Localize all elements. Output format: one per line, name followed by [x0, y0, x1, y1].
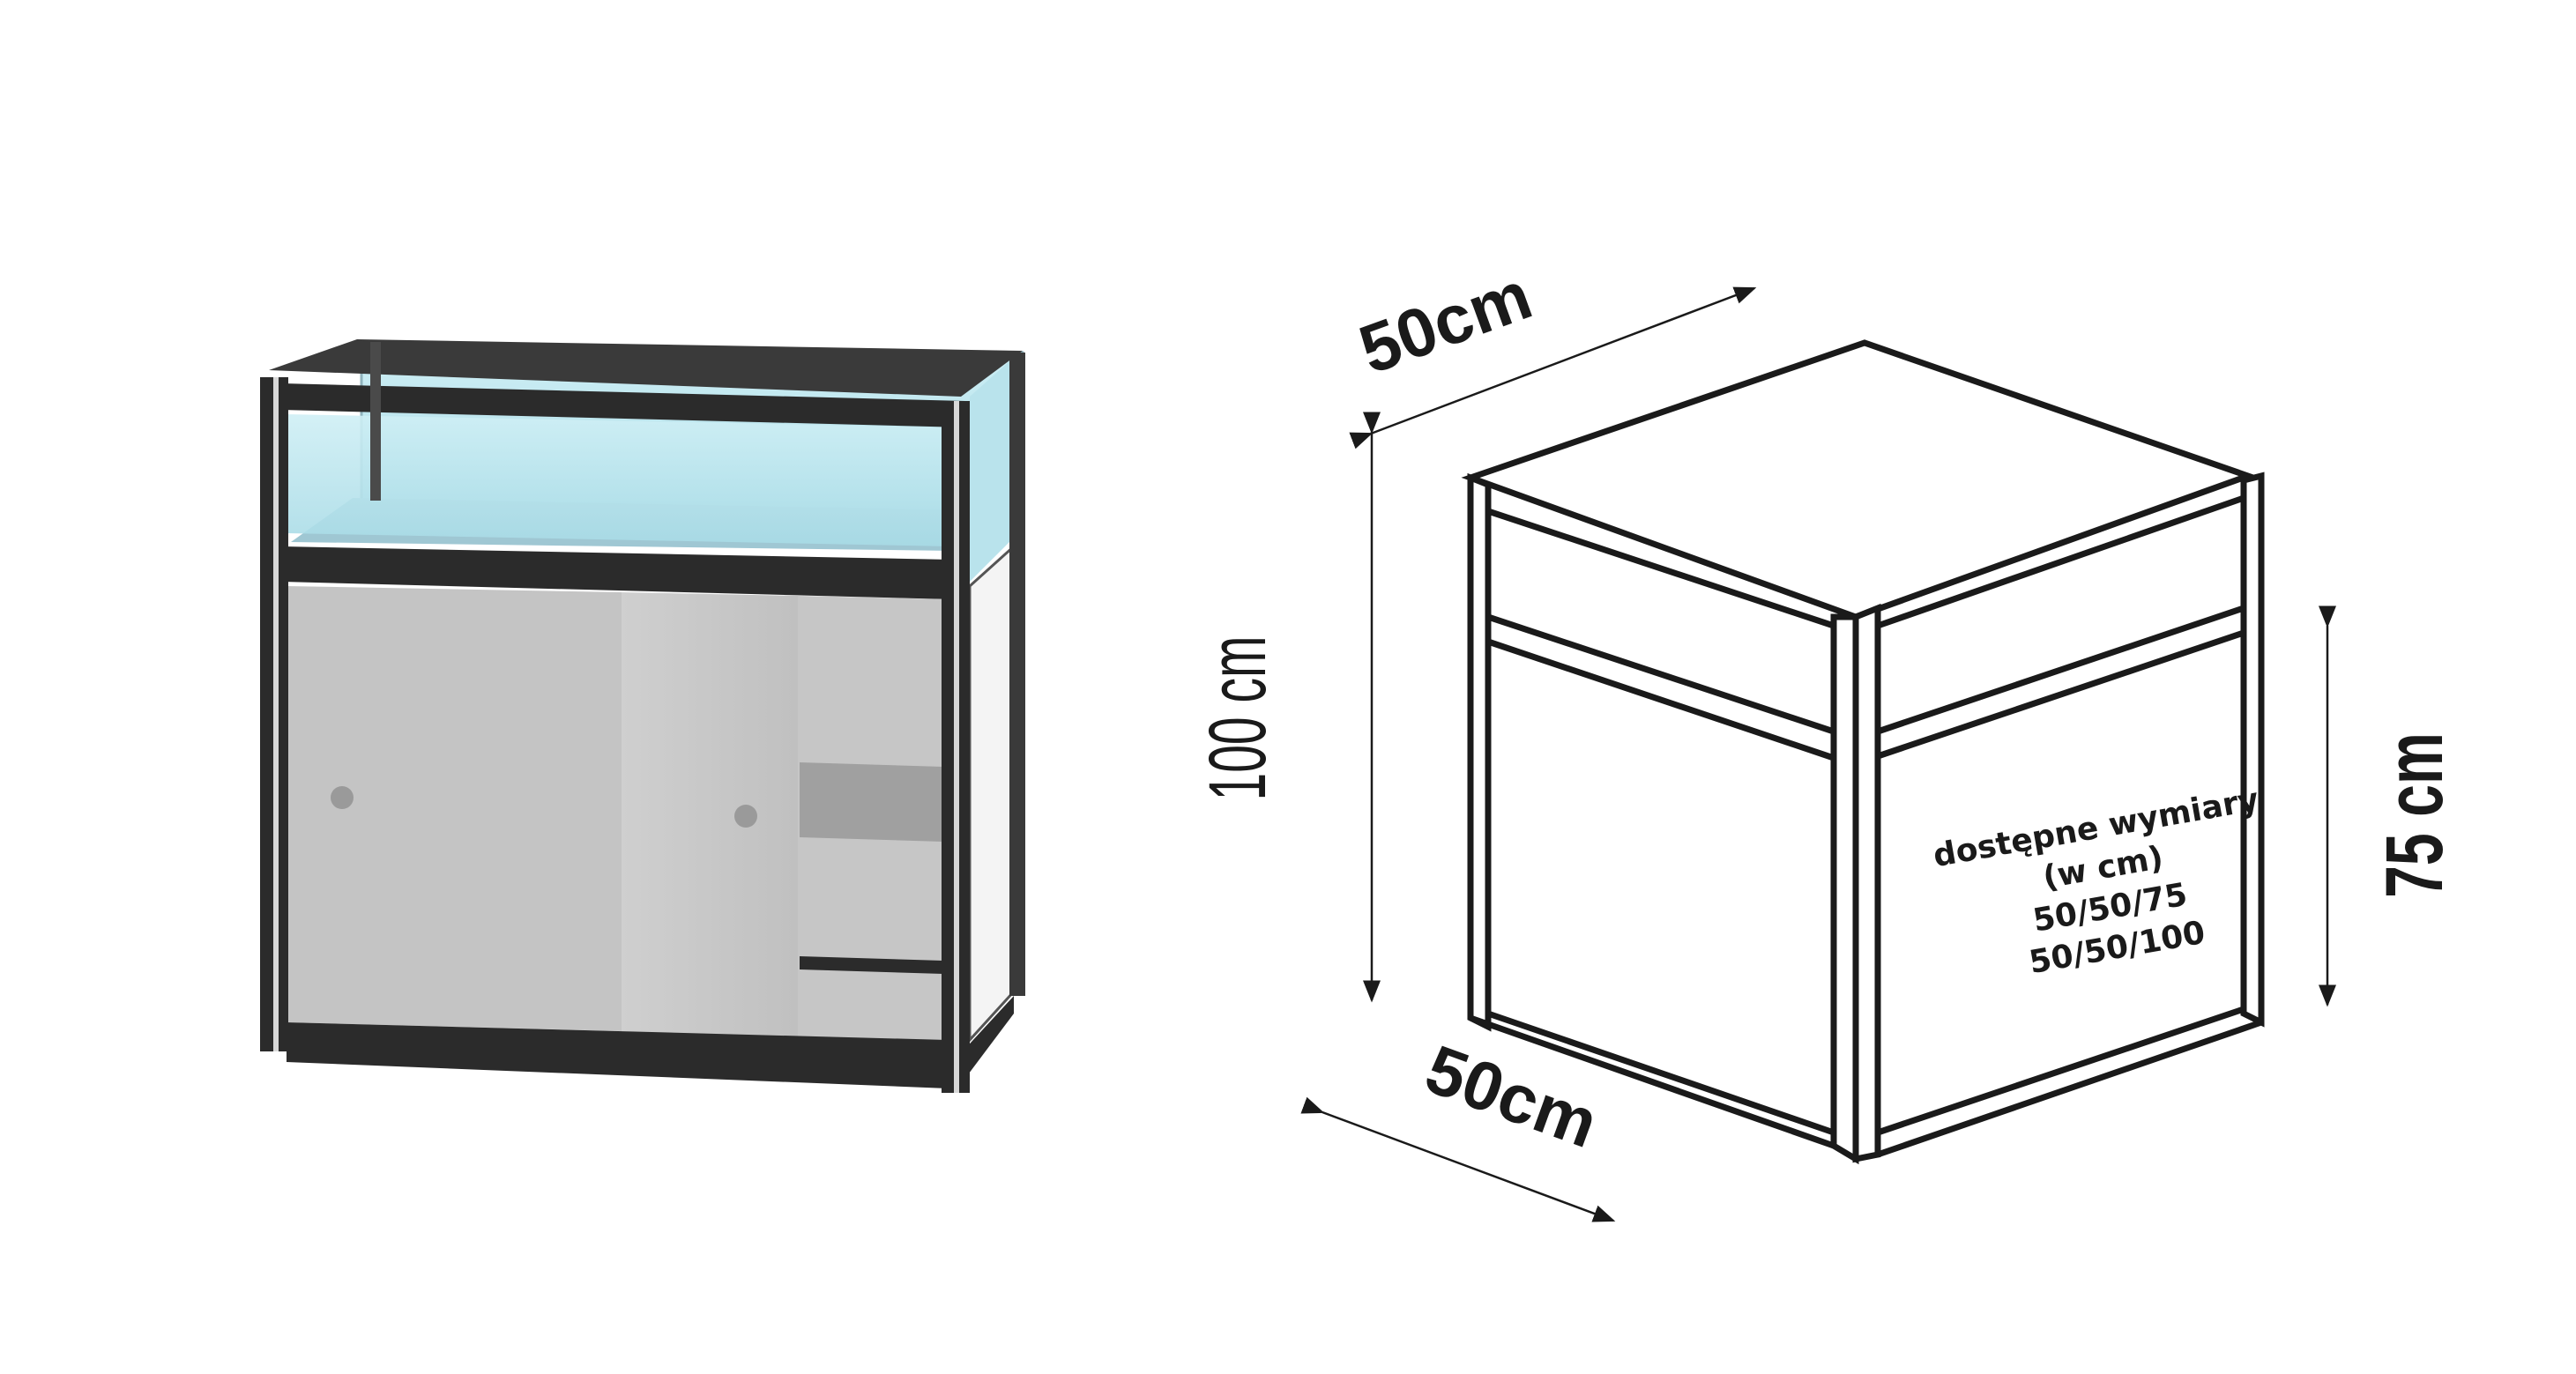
dimension-arrows: [1300, 286, 2336, 1222]
cube-right-face-edge-top: [1876, 494, 2245, 629]
cube-left-face-rail-1: [1486, 613, 1835, 735]
cabinet-bottom-side-rail: [961, 996, 1014, 1084]
cube-top-face: [1461, 339, 2258, 620]
cabinet-post-left-highlight: [273, 377, 279, 1051]
cube-right-face-bottom: [1876, 1006, 2245, 1136]
cabinet-door-left: [287, 586, 622, 1031]
cube-left-face-bottom-2: [1469, 1014, 1835, 1149]
cube-corner-post: [1830, 613, 1859, 1165]
cube-right-face-rail-1: [1876, 605, 2245, 735]
display-cabinet-illustration: [260, 339, 1025, 1093]
cabinet-drawer-dark: [800, 762, 943, 842]
label-height-short: 75 cm: [2368, 732, 2459, 898]
available-sizes-note: dostępne wymiary (w cm) 50/50/75 50/50/1…: [1931, 782, 2261, 981]
cube-left-face-edge-top: [1486, 508, 1835, 629]
label-height-full: 100 cm: [1193, 635, 1283, 800]
cabinet-top-back-rail: [269, 339, 1023, 397]
cabinet-post-right-front-highlight: [954, 401, 959, 1093]
cabinet-side-glass: [970, 361, 1009, 582]
cabinet-door-right: [622, 592, 798, 1040]
cabinet-middle-rail: [282, 546, 952, 599]
cabinet-top-front-rail: [282, 383, 965, 427]
cabinet-side-panel: [968, 543, 1016, 1043]
arrow-width-top: [1349, 286, 1757, 449]
cube-left-face-bottom: [1486, 1010, 1835, 1136]
cube-line-drawing: [1461, 339, 2265, 1165]
label-depth-bottom: 50cm: [1416, 1029, 1608, 1162]
cabinet-drawer-handle-bar: [800, 956, 943, 974]
cabinet-door-knob-left: [331, 786, 354, 809]
label-width-top: 50cm: [1350, 256, 1542, 389]
cube-right-post: [2240, 472, 2265, 1028]
cabinet-front-glass: [287, 414, 952, 546]
cube-right-face-rail-2: [1876, 629, 2245, 760]
cube-left-face-rail-2: [1486, 638, 1835, 761]
cube-right-face-bottom-2: [1876, 1019, 2263, 1158]
cabinet-post-left-back: [370, 342, 381, 501]
cabinet-door-knob-right: [734, 805, 757, 828]
arrow-depth-bottom: [1300, 1096, 1616, 1222]
cabinet-post-right-back: [1009, 353, 1025, 996]
cube-corner-post-right: [1852, 603, 1881, 1163]
cube-left-post: [1467, 472, 1492, 1032]
cabinet-bottom-rail: [287, 1022, 948, 1088]
